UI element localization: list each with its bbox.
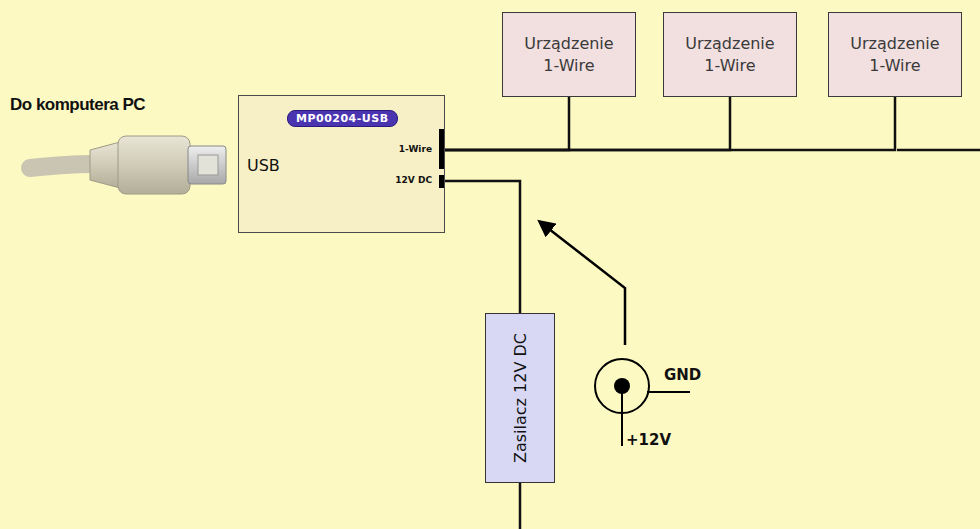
wire — [445, 181, 520, 313]
device-box: Urządzenie 1-Wire — [502, 12, 636, 97]
cable-label: Do komputera PC — [10, 95, 145, 115]
interface-box: MP00204-USB USB 1-Wire 12V DC — [238, 95, 445, 233]
port-label: USB — [247, 156, 280, 175]
supply-label: Zasilacz 12V DC — [511, 333, 530, 463]
bus-wire — [897, 149, 980, 152]
device-box: Urządzenie 1-Wire — [828, 12, 962, 97]
port-label: 12V DC — [395, 175, 432, 185]
power-supply-box: Zasilacz 12V DC — [485, 313, 555, 483]
wire — [445, 97, 730, 150]
port-connector — [439, 175, 444, 188]
port-label: 1-Wire — [399, 144, 432, 154]
supply-wire — [519, 483, 522, 529]
pin-label: +12V — [626, 431, 671, 449]
device-label: Urządzenie 1-Wire — [675, 33, 785, 77]
device-label: Urządzenie 1-Wire — [840, 33, 950, 77]
wire — [445, 97, 569, 150]
device-box: Urządzenie 1-Wire — [663, 12, 797, 97]
device-label: Urządzenie 1-Wire — [514, 33, 624, 77]
usb-plug — [30, 136, 226, 194]
wire — [445, 97, 895, 150]
pin-label: GND — [664, 366, 701, 384]
model-badge: MP00204-USB — [287, 110, 398, 127]
port-connector — [439, 129, 444, 169]
